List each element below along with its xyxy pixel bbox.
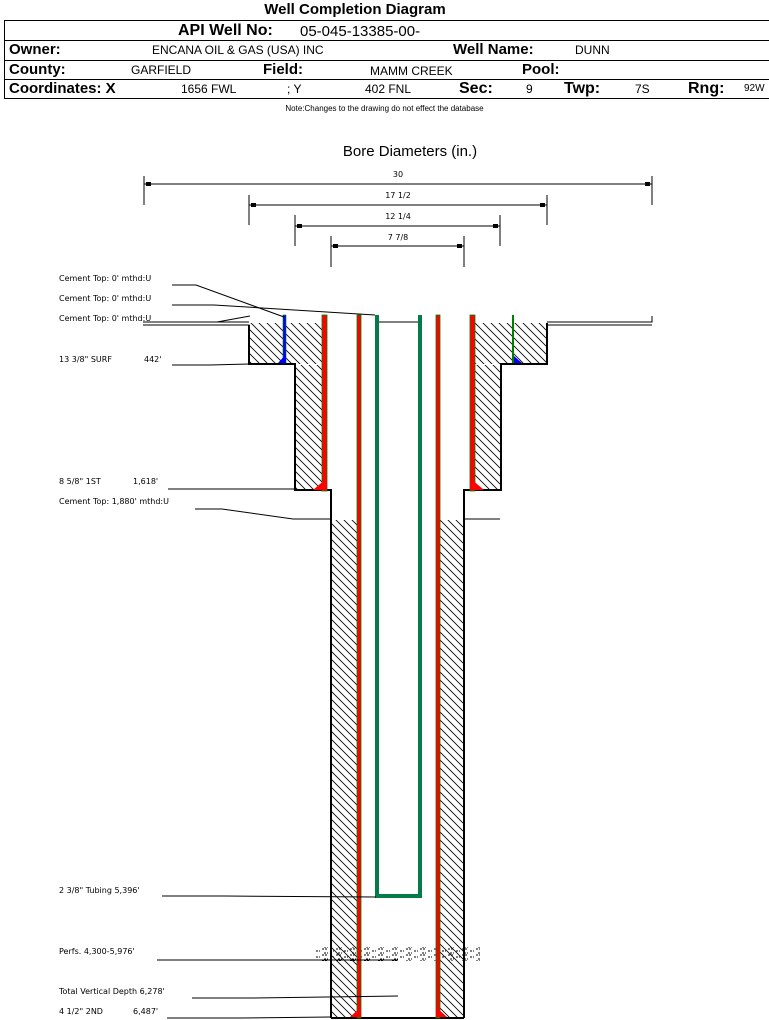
header-table	[4, 20, 769, 98]
twp-value: 7S	[635, 82, 650, 96]
bore-dimension-12-1-4: 12 1/4	[294, 212, 501, 246]
well-name-label: Well Name:	[453, 41, 534, 58]
header-border	[4, 98, 769, 99]
owner-value: ENCANA OIL & GAS (USA) INC	[152, 43, 324, 57]
county-value: GARFIELD	[131, 63, 192, 77]
second-casing-label: 4 1/2" 2ND	[59, 1007, 103, 1016]
production-cement	[331, 520, 464, 1019]
header-divider	[4, 60, 769, 61]
county-label: County:	[9, 61, 66, 78]
first-casing-depth: 1,618'	[133, 477, 158, 486]
twp-label: Twp:	[564, 80, 601, 97]
surface-casing-pipe	[313, 314, 484, 492]
coordinates-x-value: 1656 FWL	[181, 82, 237, 96]
bore-dimension-17-1-2: 17 1/2	[248, 191, 548, 225]
surface-casing-depth: 442'	[144, 355, 161, 364]
coordinates-label: Coordinates: X	[9, 80, 116, 97]
cement-top-label: Cement Top: 0' mthd:U	[59, 314, 151, 323]
perfs-label: Perfs. 4,300-5,976'	[59, 947, 135, 956]
bore-label: 7 7/8	[388, 233, 409, 242]
cement-top-label: Cement Top: 0' mthd:U	[59, 274, 151, 283]
surface-casing-label: 13 3/8" SURF	[59, 355, 112, 364]
header-divider	[4, 79, 769, 80]
leader-lines	[157, 284, 500, 1019]
intermediate-cement	[295, 365, 501, 1018]
coordinates-y-label: ; Y	[287, 82, 302, 96]
annotation-labels: Cement Top: 0' mthd:U Cement Top: 0' mth…	[58, 274, 169, 1016]
coordinates-y-value: 402 FNL	[365, 82, 412, 96]
first-casing-label: 8 5/8" 1ST	[59, 477, 101, 486]
tubing-string	[375, 315, 422, 898]
second-casing-depth: 6,487'	[133, 1007, 158, 1016]
header-divider	[4, 40, 769, 41]
field-value: MAMM CREEK	[370, 64, 453, 78]
bore-label: 30	[393, 170, 403, 179]
ground-surface	[143, 316, 653, 365]
api-value: 05-045-13385-00-	[300, 23, 421, 40]
rng-label: Rng:	[688, 80, 725, 97]
well-name-value: DUNN	[575, 43, 610, 57]
production-casing-pipe	[350, 314, 447, 1019]
conductor-pipe	[278, 314, 522, 364]
cement-top-label: Cement Top: 1,880' mthd:U	[59, 497, 169, 506]
bore-title: Bore Diameters (in.)	[343, 143, 477, 160]
header-border	[4, 20, 769, 21]
sec-value: 9	[526, 82, 533, 96]
bore-dimension-7-7-8: 7 7/8	[330, 233, 465, 267]
rng-value: 92W	[744, 83, 765, 94]
perforation-band	[315, 947, 480, 961]
diagram-title: Well Completion Diagram	[264, 1, 446, 18]
bore-dimension-30: 30	[143, 170, 653, 205]
sec-label: Sec:	[459, 80, 493, 97]
tubing-label: 2 3/8" Tubing 5,396'	[59, 886, 140, 895]
owner-label: Owner:	[9, 41, 61, 58]
surface-cement	[248, 323, 548, 491]
bore-label: 17 1/2	[385, 191, 411, 200]
api-label: API Well No:	[178, 22, 273, 39]
field-label: Field:	[263, 61, 303, 78]
database-note: Note:Changes to the drawing do not effec…	[285, 104, 484, 113]
bore-label: 12 1/4	[385, 212, 411, 221]
pool-label: Pool:	[522, 61, 560, 78]
cement-top-label: Cement Top: 0' mthd:U	[59, 294, 151, 303]
tvd-label: Total Vertical Depth 6,278'	[58, 987, 165, 996]
